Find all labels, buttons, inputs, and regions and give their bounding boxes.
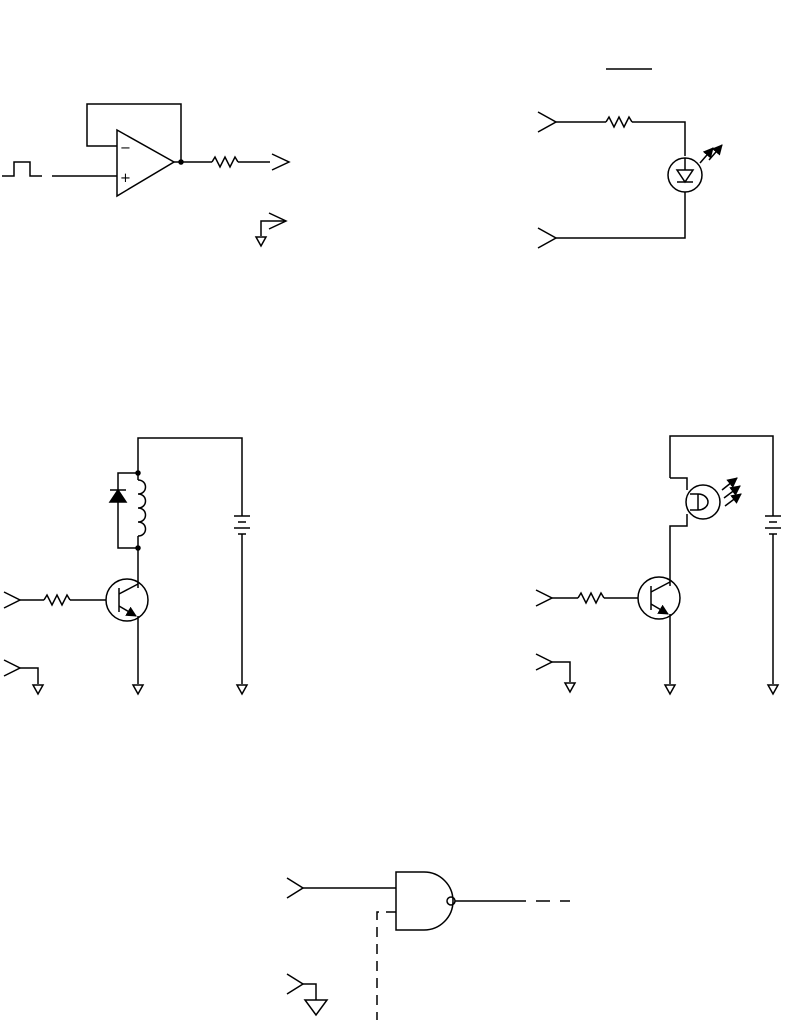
opamp-triangle [117,130,174,196]
ground-icon [256,237,266,246]
relay-emitter-ground-icon [133,685,143,694]
output-resistor [212,157,238,167]
relay-battery-ground-icon [237,685,247,694]
nand-output-bubble [447,897,455,905]
led-return-terminal-arrow [538,228,556,248]
lamp-body [686,485,720,519]
relay-supply-wire [138,438,242,516]
flyback-diode-icon [110,490,126,502]
led-top-wire [632,122,685,156]
lamp-driver-circuit [536,436,781,694]
relay-driver-circuit [4,438,250,694]
led-series-resistor [606,117,632,127]
lamp-battery-icon [765,516,781,534]
relay-coil-icon [138,480,146,536]
relay-transistor-body [106,579,148,621]
relay-coil-bracket [118,473,138,548]
nand-input-b-wire [377,912,396,1020]
lamp-ground-wire [552,662,570,682]
opamp-plus-label: + [120,171,131,186]
nand-ground-terminal-arrow [287,974,303,994]
lamp-filament-icon [690,494,708,510]
led-return-wire [556,192,685,238]
relay-transistor-emitter [119,606,136,616]
pulse-input-icon [2,162,42,176]
relay-battery-icon [234,516,250,534]
output-terminal-arrow [272,154,289,170]
lamp-emitter-ground-icon [665,685,675,694]
led-input-terminal-arrow [538,112,556,132]
led-light-arrow-1 [700,148,713,163]
feedback-wire [87,104,181,162]
relay-ground-wire [20,668,38,684]
lamp-battery-ground-icon [768,685,778,694]
lamp-transistor-body [638,577,680,619]
nand-ground-wire [303,984,316,1000]
lamp-signal-ground-icon [565,683,575,692]
lamp-transistor-collector [651,582,670,592]
lamp-base-resistor [578,593,604,603]
relay-base-resistor [44,595,70,605]
relay-input-terminal-arrow [4,592,20,608]
led-circuit [538,69,722,248]
nand-ground-icon [305,1000,327,1015]
led-light-arrow-2 [709,145,722,160]
nand-input-terminal-arrow [287,878,303,898]
lamp-bracket-wire [670,478,687,586]
opamp-minus-label: − [120,141,131,156]
nand-gate-circuit [287,872,570,1020]
output-junction-dot [179,160,183,164]
lamp-input-terminal-arrow [536,590,552,606]
relay-transistor-collector [119,584,138,594]
lamp-ground-terminal-arrow [536,654,552,670]
lamp-light-arrow-1 [722,478,737,490]
opamp-buffer-circuit [2,104,289,246]
relay-ground-terminal-arrow [4,660,20,676]
nand-gate-body [396,872,453,930]
led-diode-icon [677,158,693,182]
relay-signal-ground-icon [33,685,43,694]
lamp-transistor-emitter [651,604,668,614]
